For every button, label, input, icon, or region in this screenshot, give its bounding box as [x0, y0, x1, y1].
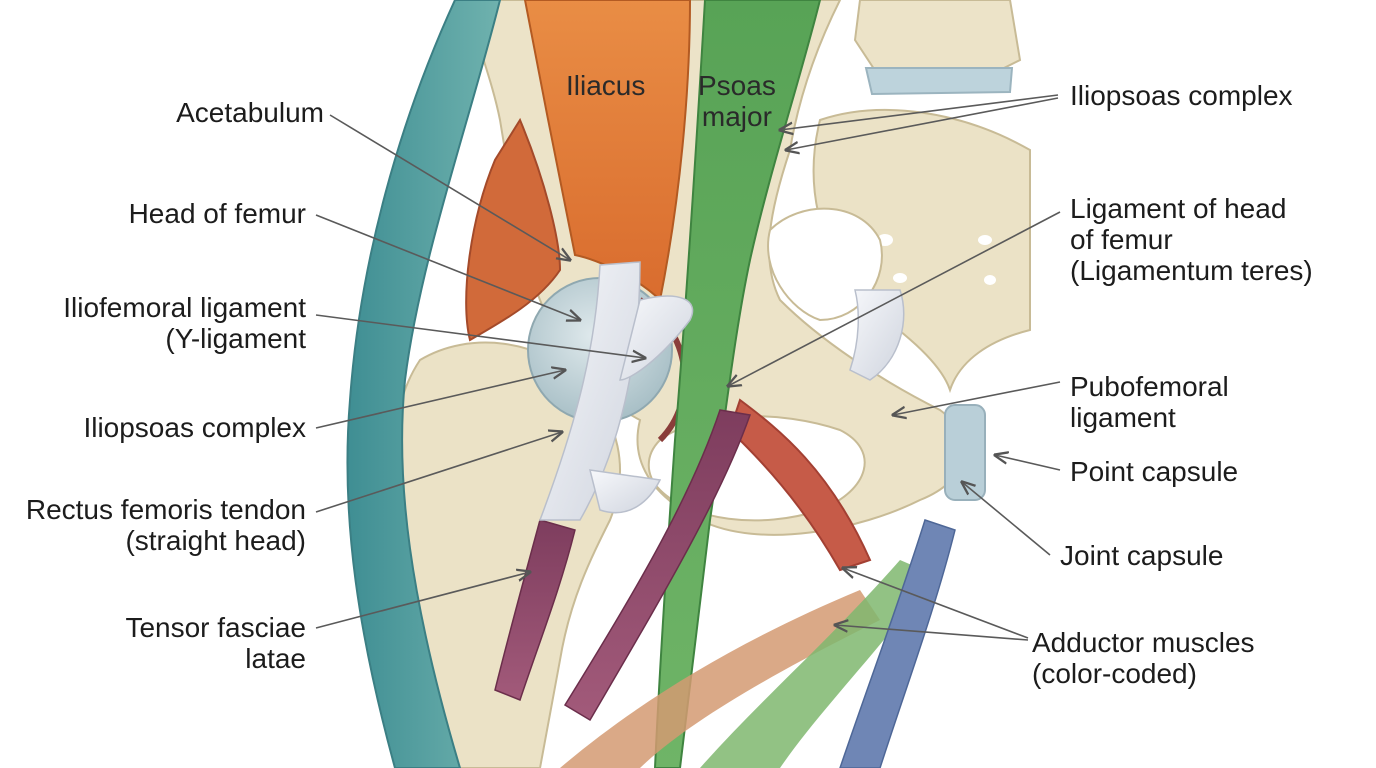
- leader-iliopsoas-right-b: [786, 97, 1059, 150]
- pubofemoral-ligament-band: [849, 289, 905, 381]
- label-iliopsoas-left: Iliopsoas complex: [83, 412, 306, 443]
- label-tensor-line2: latae: [245, 643, 306, 674]
- leader-iliopsoas-right-a: [780, 94, 1059, 130]
- red-adductor: [728, 398, 872, 572]
- adductor-green: [700, 560, 935, 768]
- label-psoas-major: Psoas major: [698, 70, 776, 132]
- ischiofemoral-band: [589, 469, 662, 514]
- label-rectus-line2: (straight head): [125, 525, 306, 556]
- leader-ligament-head: [728, 211, 1061, 386]
- rectus-tendon: [563, 409, 752, 722]
- label-iliofemoral-line2: (Y-ligament: [165, 323, 306, 354]
- label-ligament-head-line1: Ligament of head: [1070, 193, 1287, 224]
- label-tensor-line1: Tensor fasciae: [125, 612, 306, 643]
- pubic-symphysis: [944, 404, 986, 501]
- label-acetabulum: Acetabulum: [176, 97, 324, 128]
- label-iliopsoas-right: Iliopsoas complex: [1070, 80, 1293, 111]
- label-iliofemoral-line1: Iliofemoral ligament: [63, 292, 306, 323]
- leader-acetabulum: [329, 114, 570, 260]
- leader-point-capsule: [995, 455, 1061, 471]
- label-adductor-muscles: Adductor muscles (color-coded): [1032, 627, 1255, 689]
- label-psoas-line1: Psoas: [698, 70, 776, 101]
- label-rectus-line1: Rectus femoris tendon: [25, 494, 306, 525]
- label-tensor-fasciae: Tensor fasciae latae: [125, 612, 306, 674]
- leader-iliopsoas-left: [315, 370, 565, 429]
- label-joint-capsule: Joint capsule: [1060, 540, 1224, 571]
- label-ligament-head-line3: (Ligamentum teres): [1070, 255, 1313, 286]
- label-head-of-femur: Head of femur: [128, 198, 306, 229]
- sacrum: [812, 109, 1031, 394]
- label-rectus-femoris: Rectus femoris tendon (straight head): [26, 494, 306, 556]
- leader-tensor: [315, 572, 530, 629]
- label-iliofemoral-ligament: Iliofemoral ligament (Y-ligament: [63, 292, 306, 354]
- label-psoas-line2: major: [701, 101, 772, 132]
- label-adductor-line1: Adductor muscles: [1032, 627, 1255, 658]
- label-ligament-of-head: Ligament of head of femur (Ligamentum te…: [1070, 193, 1313, 286]
- leader-head-of-femur: [315, 214, 580, 320]
- leader-adductor-b: [835, 625, 1029, 641]
- label-pubofemoral-line1: Pubofemoral: [1070, 371, 1229, 402]
- leader-pubofemoral: [893, 381, 1061, 415]
- label-point-capsule: Point capsule: [1070, 456, 1239, 487]
- label-adductor-line2: (color-coded): [1032, 658, 1197, 689]
- vertebra: [853, 0, 1022, 96]
- adductor-fan: [560, 590, 880, 768]
- label-pubofemoral-line2: ligament: [1070, 402, 1176, 433]
- teal-muscle: [346, 0, 502, 768]
- label-pubofemoral-ligament: Pubofemoral ligament: [1070, 371, 1229, 433]
- leader-iliofemoral: [315, 314, 645, 358]
- leader-adductor-a: [843, 568, 1029, 639]
- label-iliacus: Iliacus: [566, 70, 646, 101]
- leader-lines: [315, 94, 1061, 641]
- leader-rectus: [315, 432, 562, 513]
- label-ligament-head-line2: of femur: [1070, 224, 1173, 255]
- adductor-blue: [839, 519, 956, 768]
- leader-joint-capsule: [962, 482, 1051, 556]
- red-muscle: [465, 117, 562, 342]
